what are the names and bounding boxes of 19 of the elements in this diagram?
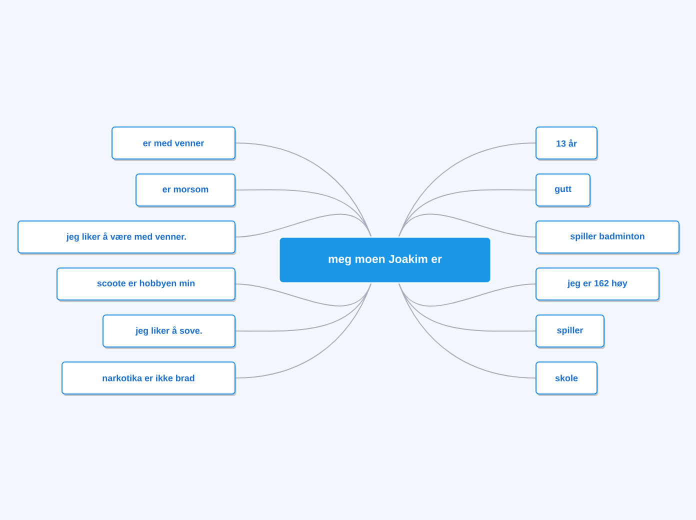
connector-curve (398, 189, 536, 237)
topic-box: spiller badminton (536, 220, 680, 255)
topic-box: er med venner (112, 126, 236, 161)
topic-box: 13 år (536, 126, 598, 161)
topic-box: gutt (536, 174, 592, 208)
connector-curve (235, 214, 372, 238)
connector-curve (235, 283, 372, 378)
topic-box: jeg liker å være med venner. (18, 220, 236, 255)
topic-box: jeg er 162 høy (536, 268, 660, 302)
central-topic-box: meg moen Joakim er (278, 236, 492, 284)
topic-box: jeg liker å sove. (102, 314, 236, 349)
connector-curve (398, 283, 536, 307)
topic-box: scoote er hobbyen min (56, 268, 236, 302)
topic-box: er morsom (136, 174, 236, 208)
connector-curve (398, 283, 536, 378)
topic-box: skole (536, 362, 598, 396)
topic-box: narkotika er ikke brad (62, 362, 236, 396)
topic-box: spiller (536, 314, 606, 349)
connector-curve (398, 214, 536, 238)
